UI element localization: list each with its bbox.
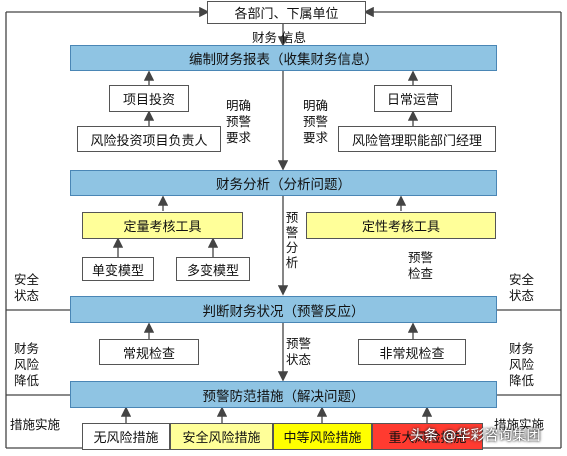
judge-status-bar: 判断财务状况（预警反应） <box>70 296 497 323</box>
early-warning-analysis-label: 预警分析 <box>285 210 299 270</box>
financial-analysis-bar: 财务分析（分析问题） <box>70 170 497 196</box>
single-variable-model-box: 单变模型 <box>82 257 154 281</box>
project-investment-box: 项目投资 <box>109 85 189 112</box>
multi-variable-model-box: 多变模型 <box>176 257 250 281</box>
warning-check-label: 预警检查 <box>408 250 434 281</box>
no-risk-measure-box: 无风险措施 <box>82 423 170 450</box>
risk-reduce-right-label: 财务风险降低 <box>509 341 535 388</box>
safe-risk-measure-box: 安全风险措施 <box>170 423 273 450</box>
watermark-text: 头条 @华彩咨询集团 <box>410 428 541 444</box>
prevention-measures-bar: 预警防范措施（解决问题） <box>70 381 497 408</box>
irregular-check-box: 非常规检查 <box>358 339 466 365</box>
compile-report-bar: 编制财务报表（收集财务信息） <box>70 45 497 71</box>
major-risk-measure-box: 重大风险措施 <box>372 423 483 450</box>
top-unit-box: 各部门、下属单位 <box>207 1 366 24</box>
risk-reduce-left-label: 财务风险降低 <box>14 341 40 388</box>
qualitative-tool-box: 定性考核工具 <box>306 212 496 239</box>
left-warning-requirement: 明确预警要求 <box>226 98 252 145</box>
info-label: 财务 信息 <box>252 30 306 45</box>
right-warning-requirement: 明确预警要求 <box>303 98 329 145</box>
regular-check-box: 常规检查 <box>99 339 199 365</box>
daily-operations-box: 日常运营 <box>374 85 452 112</box>
safe-state-right-label: 安全状态 <box>509 272 535 303</box>
measure-implement-left-label: 措施实施 <box>10 417 61 432</box>
risk-manager-box: 风险管理职能部门经理 <box>338 126 496 152</box>
measure-implement-right-label: 措施实施 <box>494 417 545 432</box>
investment-owner-box: 风险投资项目负责人 <box>77 126 221 152</box>
medium-risk-measure-box: 中等风险措施 <box>273 423 372 450</box>
warning-state-label: 预警状态 <box>286 336 312 367</box>
quantitative-tool-box: 定量考核工具 <box>82 212 243 239</box>
safe-state-left-label: 安全状态 <box>14 272 40 303</box>
